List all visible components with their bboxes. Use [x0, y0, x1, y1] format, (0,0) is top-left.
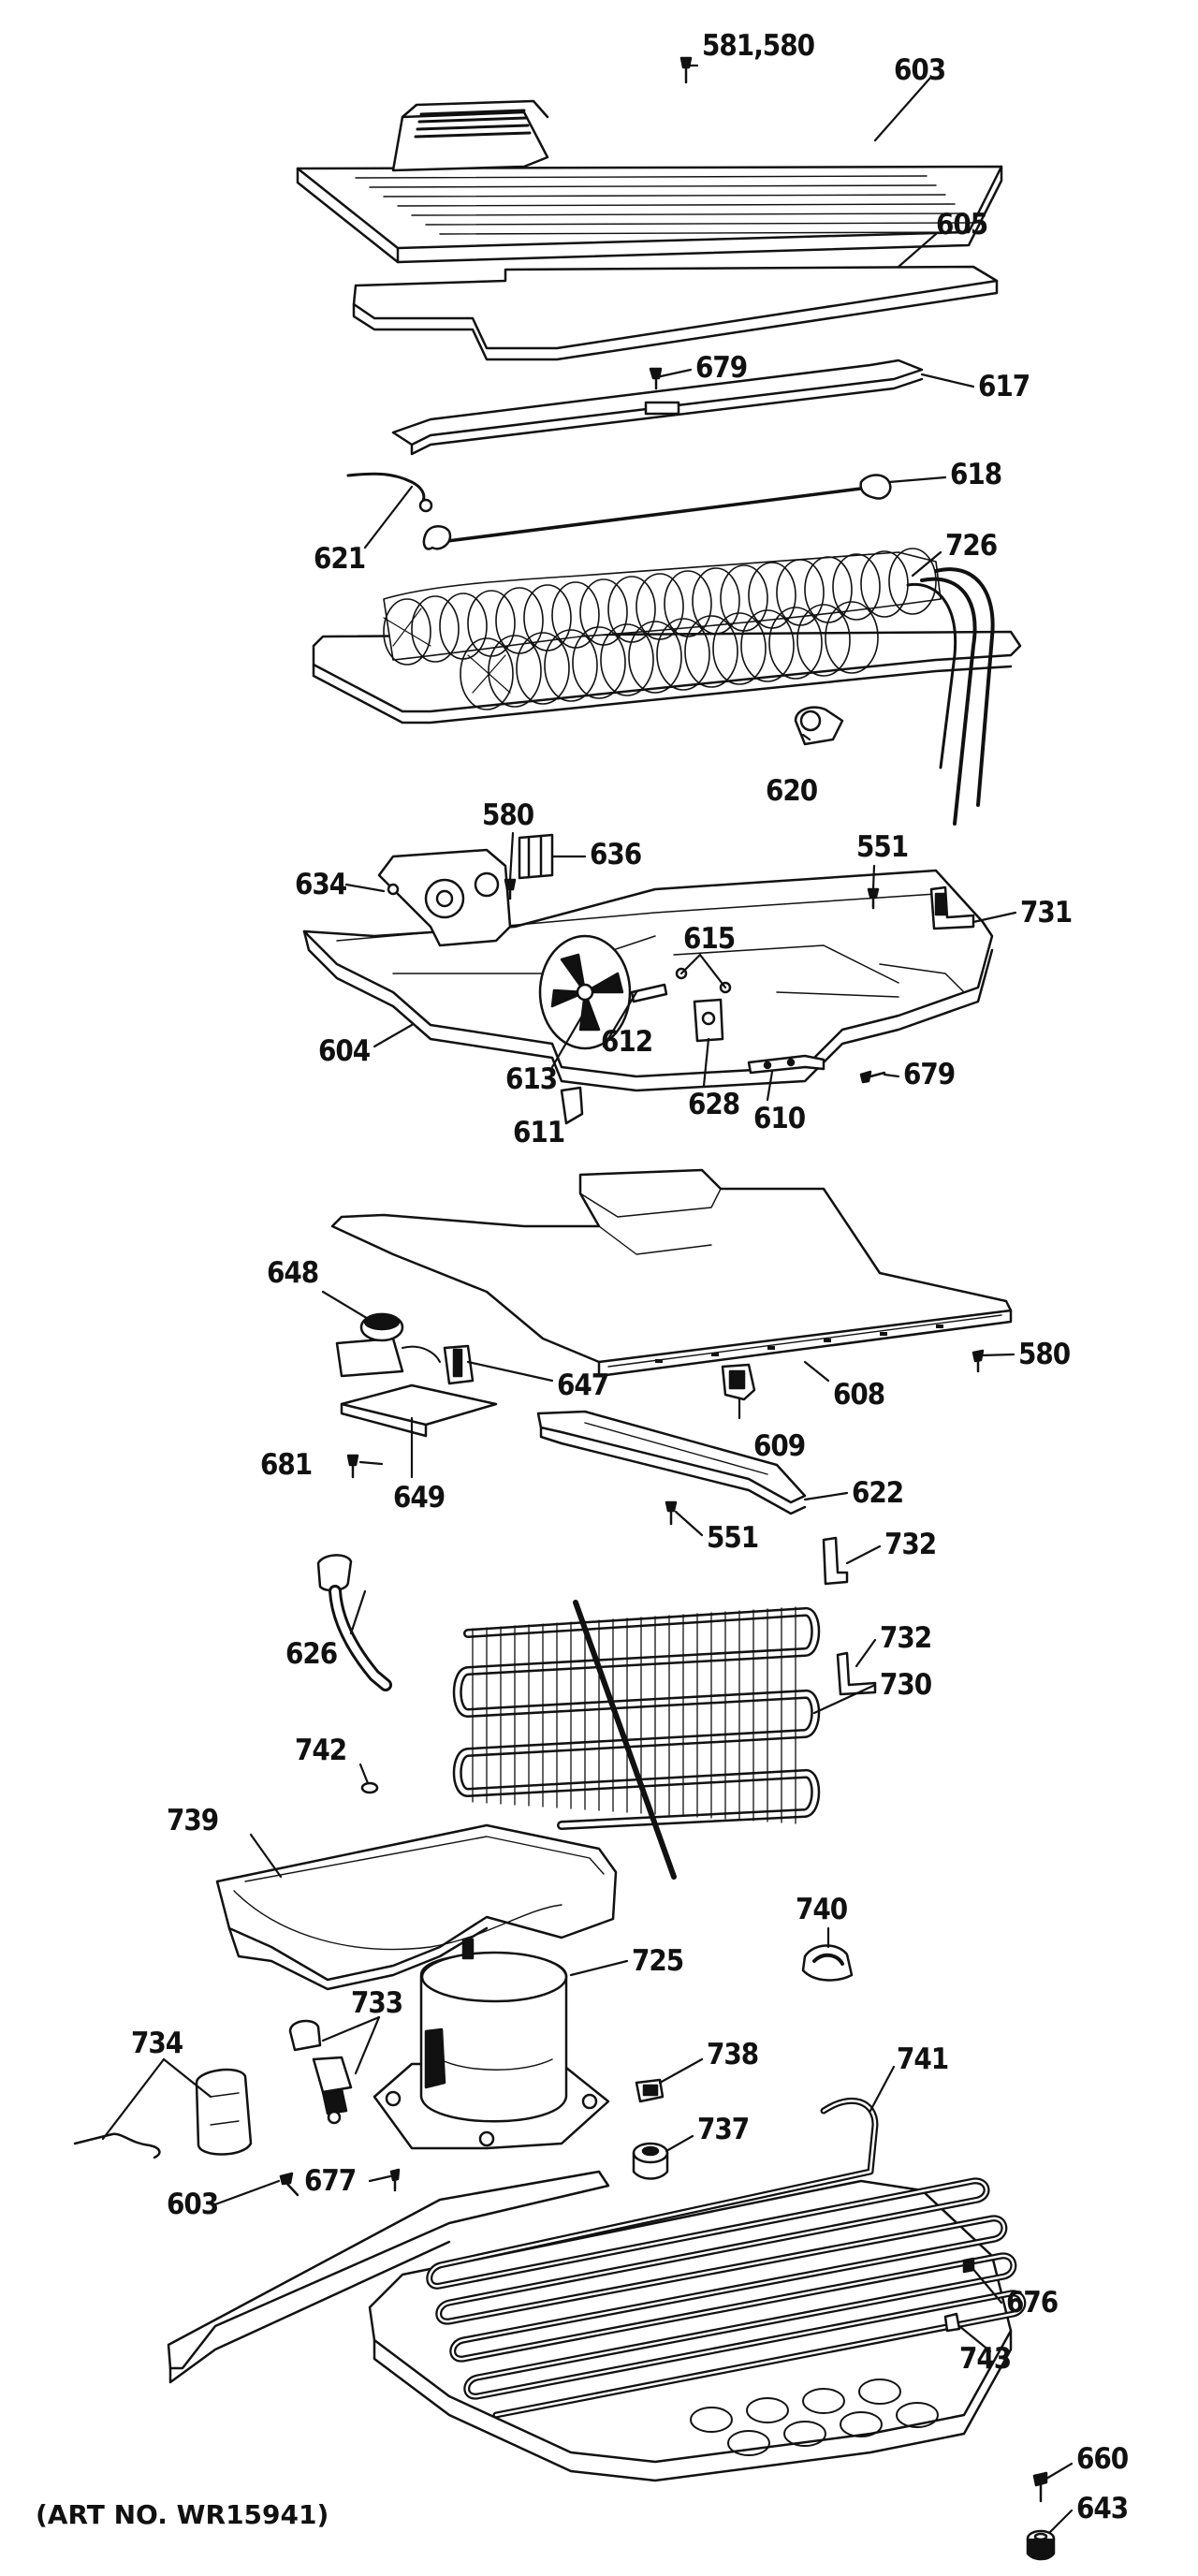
- art-number: (ART NO. WR15941): [36, 2499, 329, 2530]
- callout-label: 603: [894, 53, 946, 87]
- callout-label: 580: [482, 798, 534, 832]
- callout-label: 636: [590, 838, 642, 871]
- callout-label: 679: [903, 1058, 956, 1091]
- callout-label: 737: [697, 2113, 750, 2146]
- heater-rod-part: [346, 472, 892, 550]
- callout-label: 739: [167, 1804, 219, 1837]
- callout-label: 726: [945, 529, 998, 563]
- callout-label: 643: [1076, 2492, 1129, 2525]
- base-frame-part: [167, 2097, 1056, 2561]
- callout-label: 551: [707, 1521, 759, 1555]
- callout-label: 628: [688, 1088, 740, 1121]
- callout-label: 613: [505, 1062, 558, 1096]
- evaporator-coil-part: [312, 548, 1022, 826]
- callout-label: 634: [295, 868, 347, 901]
- callout-label: 676: [1006, 2286, 1059, 2320]
- fan-housing-part: [302, 833, 994, 1125]
- callout-label: 660: [1076, 2442, 1129, 2476]
- callout-label: 609: [753, 1429, 806, 1463]
- callout-label: 612: [601, 1025, 653, 1059]
- callout-label: 647: [557, 1368, 609, 1402]
- bottom-plate-part: [330, 1168, 1013, 1479]
- compressor-part: [73, 1938, 854, 2192]
- callout-label: 604: [318, 1034, 371, 1068]
- callout-label: 603: [167, 2188, 219, 2221]
- callout-label: 620: [766, 774, 818, 808]
- top-cover-part: [296, 56, 1003, 264]
- callout-label: 605: [936, 208, 988, 242]
- callout-label: 742: [295, 1734, 347, 1767]
- callout-label: 610: [753, 1102, 806, 1135]
- callout-label: 679: [695, 351, 748, 385]
- callout-label: 615: [683, 922, 736, 956]
- callout-label: 740: [796, 1893, 848, 1926]
- callout-label: 731: [1020, 896, 1073, 929]
- bracket-part: [391, 359, 924, 456]
- callout-label: 580: [1018, 1338, 1071, 1371]
- callout-label: 621: [314, 542, 366, 576]
- drain-trough-part: [536, 1410, 849, 1586]
- callout-label: 741: [897, 2042, 949, 2076]
- callout-label: 617: [978, 370, 1030, 403]
- callout-label: 622: [852, 1476, 904, 1510]
- callout-label: 611: [513, 1116, 565, 1149]
- callout-label: 725: [632, 1944, 684, 1978]
- callout-label: 677: [304, 2164, 357, 2198]
- callout-label: 738: [707, 2038, 759, 2071]
- callout-label: 581,580: [702, 29, 815, 63]
- plate-part: [352, 265, 999, 361]
- callout-label: 626: [285, 1637, 338, 1671]
- callout-label: 551: [856, 830, 909, 864]
- leader-lines: [101, 64, 1074, 2534]
- callout-label: 681: [260, 1448, 313, 1482]
- drain-tube-part: [316, 1554, 392, 1691]
- callout-label: 732: [884, 1528, 937, 1561]
- callout-label: 608: [833, 1378, 885, 1412]
- callout-label: 730: [880, 1668, 932, 1702]
- callout-label: 648: [267, 1256, 319, 1290]
- callout-label: 732: [880, 1621, 932, 1655]
- callout-label: 734: [131, 2027, 183, 2060]
- callout-label: 618: [950, 458, 1002, 491]
- callout-label: 733: [351, 1986, 403, 2020]
- callout-label: 743: [959, 2342, 1012, 2376]
- callout-label: 649: [393, 1481, 446, 1515]
- drain-pan-part: [215, 1823, 618, 1991]
